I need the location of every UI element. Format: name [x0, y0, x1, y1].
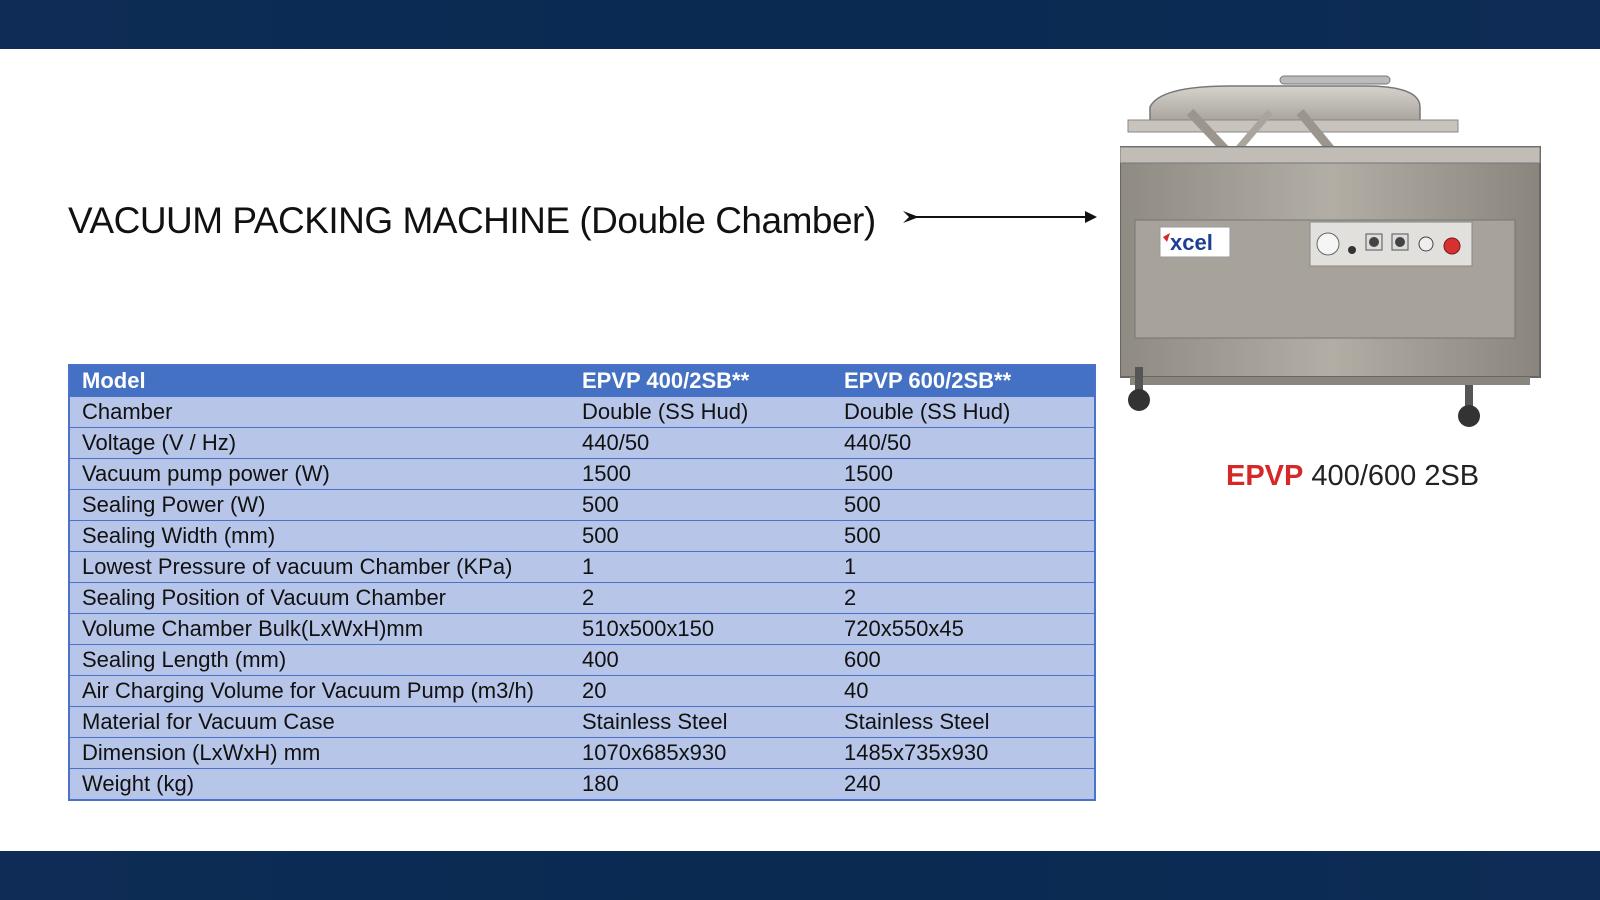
table-row: Lowest Pressure of vacuum Chamber (KPa)1…: [69, 551, 1095, 583]
table-header-cell: Model: [69, 365, 570, 397]
table-cell: 720x550x45: [832, 613, 1095, 645]
table-cell: 500: [832, 520, 1095, 552]
table-cell: Material for Vacuum Case: [69, 706, 570, 738]
table-cell: 1070x685x930: [570, 737, 832, 769]
table-cell: Sealing Length (mm): [69, 644, 570, 676]
machine-image: xcel: [1120, 75, 1541, 427]
table-cell: 500: [570, 520, 832, 552]
page-title: VACUUM PACKING MACHINE (Double Chamber): [68, 200, 876, 241]
table-row: Air Charging Volume for Vacuum Pump (m3/…: [69, 675, 1095, 707]
table-cell: 400: [570, 644, 832, 676]
table-cell: Chamber: [69, 396, 570, 428]
table-cell: 440/50: [570, 427, 832, 459]
table-cell: 240: [832, 768, 1095, 800]
table-cell: Stainless Steel: [570, 706, 832, 738]
table-cell: Dimension (LxWxH) mm: [69, 737, 570, 769]
logo-text: xcel: [1170, 230, 1213, 255]
table-cell: Air Charging Volume for Vacuum Pump (m3/…: [69, 675, 570, 707]
table-cell: Sealing Power (W): [69, 489, 570, 521]
table-cell: 2: [832, 582, 1095, 614]
table-cell: 1500: [570, 458, 832, 490]
caption-brand: EPVP: [1226, 460, 1304, 492]
table-cell: Sealing Width (mm): [69, 520, 570, 552]
table-cell: Double (SS Hud): [570, 396, 832, 428]
table-cell: 1: [832, 551, 1095, 583]
table-header-cell: EPVP 600/2SB**: [832, 365, 1095, 397]
table-cell: Lowest Pressure of vacuum Chamber (KPa): [69, 551, 570, 583]
table-cell: Double (SS Hud): [832, 396, 1095, 428]
table-cell: Sealing Position of Vacuum Chamber: [69, 582, 570, 614]
table-cell: Volume Chamber Bulk(LxWxH)mm: [69, 613, 570, 645]
table-cell: 2: [570, 582, 832, 614]
table-cell: Stainless Steel: [832, 706, 1095, 738]
table-cell: 20: [570, 675, 832, 707]
table-cell: 510x500x150: [570, 613, 832, 645]
table-cell: 600: [832, 644, 1095, 676]
bottom-band: [0, 851, 1600, 900]
table-cell: Voltage (V / Hz): [69, 427, 570, 459]
caption-model: 400/600 2SB: [1303, 460, 1480, 492]
model-caption: EPVP 400/600 2SB: [1226, 460, 1479, 493]
table-cell: 440/50: [832, 427, 1095, 459]
top-band: [0, 0, 1600, 49]
table-cell: 1: [570, 551, 832, 583]
table-cell: 1500: [832, 458, 1095, 490]
table-cell: 500: [832, 489, 1095, 521]
table-cell: 180: [570, 768, 832, 800]
table-cell: 500: [570, 489, 832, 521]
table-cell: 40: [832, 675, 1095, 707]
table-cell: Vacuum pump power (W): [69, 458, 570, 490]
table-cell: Weight (kg): [69, 768, 570, 800]
arrow-right-icon: [903, 211, 1097, 223]
table-header-cell: EPVP 400/2SB**: [570, 365, 832, 397]
table-cell: 1485x735x930: [832, 737, 1095, 769]
